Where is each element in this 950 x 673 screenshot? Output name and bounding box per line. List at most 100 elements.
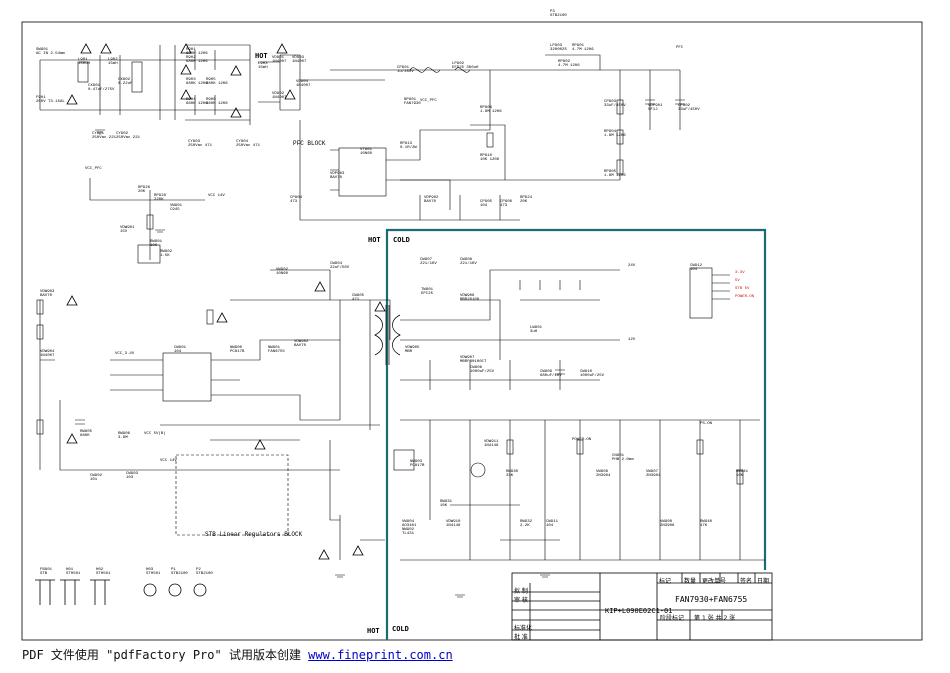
net-24v: 24V: [628, 264, 636, 268]
component-value: 680K: [80, 434, 90, 438]
component-ref: CW910: [580, 370, 593, 374]
net-5v: 5V: [735, 279, 740, 283]
component-value: 1N4007: [292, 60, 307, 64]
tb-approved: 批 准: [514, 634, 528, 641]
component-ref: R902: [186, 56, 196, 60]
component-ref: RW931: [440, 500, 453, 504]
pdf-footer: PDF 文件使用 "pdfFactory Pro" 试用版本创建 www.fin…: [22, 646, 453, 663]
component-value: 10N60: [360, 152, 373, 156]
component-ref: CX901: [88, 84, 101, 88]
component-ref: RP904: [604, 130, 617, 134]
component-ref: RP926: [138, 186, 151, 190]
component-ref: RW940: [700, 520, 713, 524]
transformer-tw901: [374, 305, 401, 365]
component-value: 20K: [520, 200, 528, 204]
component-ref: LP903: [550, 44, 563, 48]
component-ref: P2: [196, 568, 201, 572]
component-ref: L903: [258, 62, 268, 66]
net-power-on: POWER-ON: [572, 438, 592, 442]
flyback-primary-wiring: [39, 178, 391, 560]
component-value: SF1J: [648, 108, 658, 112]
component-value: 4.7M 1206: [572, 48, 594, 52]
component-value: 104: [174, 350, 182, 354]
component-ref: RP924: [520, 196, 533, 200]
component-ref: VDW911: [484, 440, 499, 444]
tb-drawing-no: KIP+L090E02C1-01: [605, 607, 673, 615]
component-ref: VDW910: [446, 520, 461, 524]
component-value: 104: [480, 204, 488, 208]
isolation-boundary: [385, 228, 767, 640]
component-ref: VDP902: [424, 196, 439, 200]
cold-zone-label-bottom: COLD: [392, 625, 409, 633]
component-value: PHB 2.0mm: [612, 458, 634, 462]
component-value: 10K: [736, 474, 744, 478]
component-value: 104: [546, 524, 554, 528]
title-block-grid: [511, 572, 773, 641]
component-ref: R904: [186, 98, 196, 102]
component-value: 680K 1206: [186, 52, 208, 56]
component-ref: VD903: [292, 56, 305, 60]
component-ref: VW908: [660, 520, 673, 524]
component-value: BAV70: [330, 176, 343, 180]
component-value: 33uF/450V: [604, 104, 626, 108]
component-ref: RP906: [480, 106, 493, 110]
component-ref: P1: [171, 568, 176, 572]
hot-zone-label-bottom: HOT: [367, 627, 380, 635]
component-value: 680K 1206: [206, 102, 228, 106]
component-value: 220K: [154, 198, 164, 202]
component-value: STH501: [96, 572, 111, 576]
tb-mark-label: 标记: [659, 578, 672, 585]
component-value: BAV70: [294, 344, 307, 348]
tb-sheet-info: 第 1 张 共 2 张: [694, 613, 735, 622]
component-ref: RW902: [160, 250, 173, 254]
tb-count-label: 数量: [684, 578, 697, 585]
component-ref: VDW902: [294, 340, 309, 344]
component-ref: L902: [108, 58, 118, 62]
component-ref: VDW901: [120, 226, 135, 230]
footer-link[interactable]: www.fineprint.com.cn: [308, 648, 453, 662]
component-value: 101: [90, 478, 98, 482]
component-value: STB2100: [171, 572, 188, 576]
component-ref: SW901: [36, 48, 49, 52]
component-value: 0.1R/2W: [400, 146, 417, 150]
component-ref: VD902: [272, 92, 285, 96]
component-ref: RP910: [480, 154, 493, 158]
component-value: 680K 1206: [206, 82, 228, 86]
component-ref: CW906: [470, 366, 483, 370]
component-value: 150uH: [78, 62, 91, 66]
component-value: STB: [40, 572, 48, 576]
net-3v3: 3.3V: [735, 271, 745, 275]
component-ref: RP905: [604, 170, 617, 174]
component-value: 471: [352, 298, 360, 302]
component-ref: RP913: [400, 142, 413, 146]
component-ref: VW906: [596, 470, 609, 474]
component-ref: CW903: [126, 472, 139, 476]
component-ref: H01: [66, 568, 74, 572]
